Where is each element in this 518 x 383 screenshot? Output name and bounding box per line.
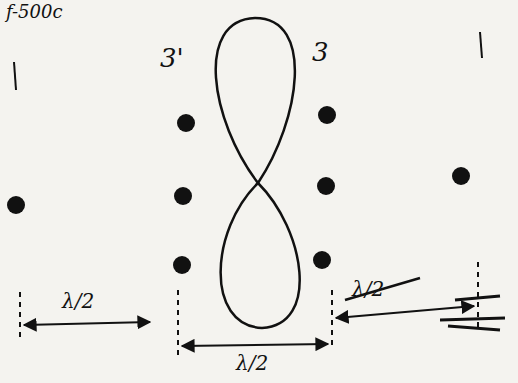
element-dot: [7, 196, 25, 214]
spacing-dimension: λ/2: [352, 278, 384, 300]
dimension-arrows: [24, 278, 505, 346]
antenna-elements: [7, 106, 470, 274]
dimension-arrow: [182, 344, 328, 346]
radiation-lobes: [216, 18, 300, 328]
spacing-dimension: λ/2: [236, 352, 268, 374]
element-dot: [317, 177, 335, 195]
element-dot: [173, 256, 191, 274]
tick: [14, 62, 16, 90]
upper-lobe: [216, 18, 295, 183]
strike-out: [345, 278, 420, 300]
element-dot: [318, 106, 336, 124]
lobe-label: 3: [312, 38, 329, 67]
spacing-dimension: λ/2: [62, 290, 94, 312]
lower-lobe: [221, 183, 300, 328]
element-dot: [452, 167, 470, 185]
frequency-note: f-500c: [6, 2, 63, 22]
lobe-label: 3': [160, 44, 184, 73]
reference-lines: [20, 262, 478, 360]
element-dot: [177, 114, 195, 132]
dimension-arrow: [24, 322, 150, 325]
tick-marks: [14, 32, 482, 90]
dashed-mark: [177, 290, 179, 360]
element-dot: [174, 187, 192, 205]
element-dot: [313, 251, 331, 269]
scribble: [440, 296, 505, 330]
dimension-arrow: [336, 306, 474, 318]
tick: [480, 32, 482, 58]
dashed-mark: [331, 290, 333, 345]
dashed-mark: [19, 292, 21, 340]
